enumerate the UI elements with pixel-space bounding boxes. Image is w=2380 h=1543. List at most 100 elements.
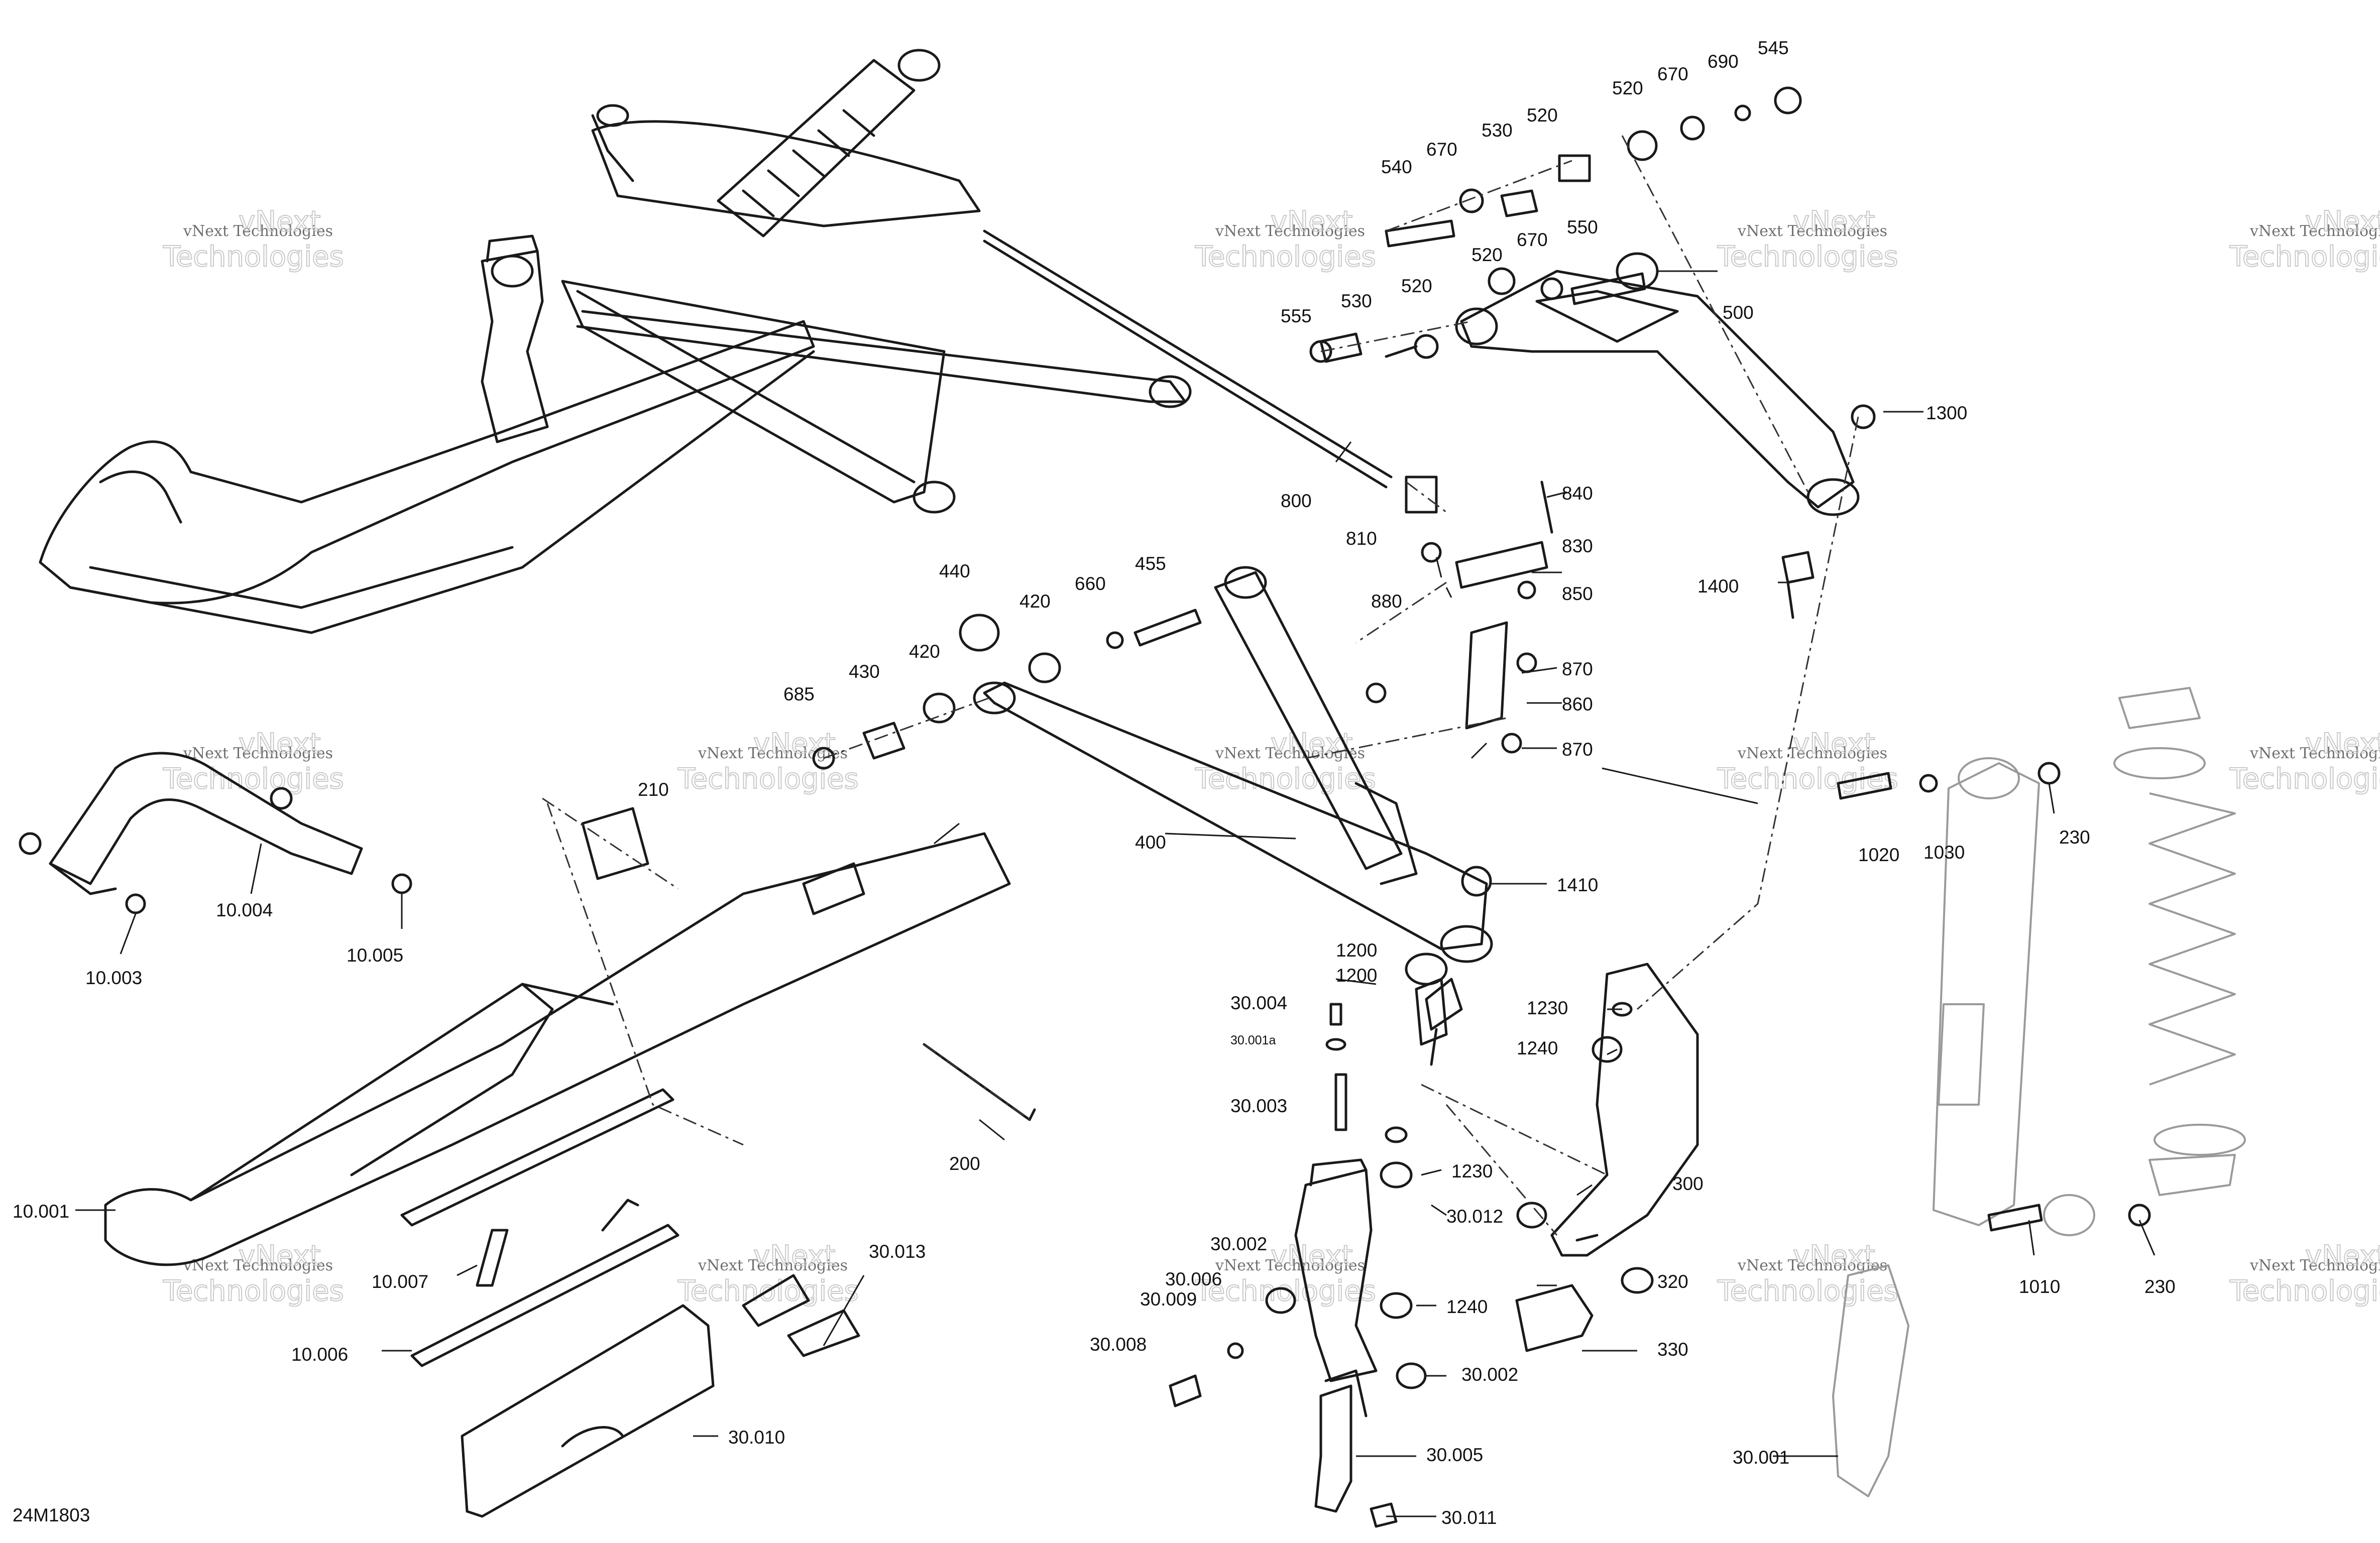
watermark: vNext Technologies vNext Technologies (2229, 205, 2380, 274)
callout-420: 420 (1019, 591, 1051, 612)
callout-520: 520 (1401, 276, 1432, 296)
callout-10.001: 10.001 (13, 1201, 69, 1222)
svg-text:Technologies: Technologies (2229, 763, 2380, 795)
callout-520: 520 (1612, 78, 1643, 98)
callout-230: 230 (2144, 1276, 2176, 1297)
svg-text:vNext: vNext (753, 728, 836, 760)
callout-30.002: 30.002 (1461, 1364, 1518, 1385)
watermark: vNext Technologies vNext Technologies (1194, 205, 1377, 274)
svg-text:Technologies: Technologies (1717, 241, 1898, 273)
callout-670: 670 (1517, 229, 1548, 250)
document-id: 24M1803 (13, 1505, 90, 1525)
callout-430: 430 (849, 661, 880, 682)
callout-870: 870 (1562, 659, 1593, 679)
callout-530: 530 (1341, 291, 1372, 311)
callout-1200: 1200 (1336, 940, 1377, 961)
svg-text:vNext: vNext (1271, 1240, 1353, 1272)
ski-guard-exploded (461, 1274, 860, 1518)
callout-545: 545 (1758, 38, 1789, 58)
watermark: vNext Technologies vNext Technologies (162, 205, 345, 274)
callout-800: 800 (1281, 491, 1312, 511)
callout-30.003: 30.003 (1230, 1096, 1287, 1116)
callout-420: 420 (909, 641, 940, 662)
svg-text:vNext Technologies: vNext Technologies (183, 222, 333, 240)
watermark: vNext Technologies vNext Technologies (1194, 727, 1377, 796)
svg-text:vNext Technologies: vNext Technologies (698, 1257, 848, 1274)
watermark: vNext Technologies vNext Technologies (2229, 1239, 2380, 1308)
svg-text:Technologies: Technologies (163, 763, 344, 795)
callout-30.013: 30.013 (869, 1241, 926, 1262)
svg-text:vNext: vNext (753, 1240, 836, 1272)
watermark: vNext Technologies vNext Technologies (1717, 205, 1899, 274)
callout-1400: 1400 (1697, 576, 1739, 597)
callout-30.011: 30.011 (1441, 1507, 1497, 1528)
svg-text:vNext: vNext (1793, 205, 1875, 238)
watermark: vNext Technologies vNext Technologies (677, 727, 859, 796)
callout-30.002: 30.002 (1210, 1234, 1267, 1254)
svg-text:Technologies: Technologies (1195, 241, 1376, 273)
callout-1020: 1020 (1858, 845, 1899, 865)
callout-10.004: 10.004 (216, 900, 273, 920)
callout-400: 400 (1135, 832, 1166, 853)
callout-300: 300 (1672, 1173, 1704, 1194)
callout-455: 455 (1135, 553, 1166, 574)
svg-text:vNext Technologies: vNext Technologies (1737, 222, 1887, 240)
callout-10.003: 10.003 (85, 968, 142, 988)
callout-200: 200 (949, 1153, 980, 1174)
callout-30.008: 30.008 (1090, 1334, 1147, 1355)
callout-30.005: 30.005 (1426, 1445, 1483, 1465)
callout-30.001: 30.001 (1733, 1447, 1789, 1468)
assembled-suspension-view (39, 49, 1393, 634)
callout-670: 670 (1657, 64, 1688, 84)
svg-text:vNext Technologies: vNext Technologies (2249, 745, 2380, 762)
watermark: vNext Technologies vNext Technologies (2229, 727, 2380, 796)
callout-30.010: 30.010 (728, 1427, 785, 1448)
callout-30.012: 30.012 (1446, 1206, 1503, 1227)
svg-text:Technologies: Technologies (677, 763, 859, 795)
svg-text:vNext: vNext (1271, 205, 1353, 238)
bumper-exploded (19, 752, 412, 914)
callout-1240: 1240 (1446, 1296, 1488, 1317)
svg-text:vNext: vNext (239, 1240, 321, 1272)
svg-text:Technologies: Technologies (163, 1275, 344, 1308)
svg-text:Technologies: Technologies (1195, 1275, 1376, 1308)
ski-exploded (104, 807, 1036, 1367)
callout-210: 210 (638, 779, 669, 800)
svg-text:vNext: vNext (1793, 728, 1875, 760)
steering-arm-exploded (1515, 963, 1699, 1352)
svg-text:vNext: vNext (2305, 728, 2380, 760)
callout-1300: 1300 (1926, 403, 1967, 423)
spindle-exploded (1169, 953, 1547, 1528)
callout-690: 690 (1708, 51, 1739, 72)
callout-330: 330 (1657, 1339, 1688, 1360)
svg-text:Technologies: Technologies (163, 241, 344, 273)
callout-320: 320 (1657, 1271, 1688, 1292)
callout-1410: 1410 (1557, 875, 1598, 895)
callout-labels: 545 690 670 520 520 530 670 540 520 670 … (13, 38, 2176, 1528)
svg-text:vNext Technologies: vNext Technologies (1215, 222, 1365, 240)
callout-10.005: 10.005 (347, 945, 403, 966)
callout-685: 685 (783, 684, 815, 704)
lower-a-arm-exploded (812, 566, 1493, 1066)
callout-830: 830 (1562, 536, 1593, 556)
callout-870: 870 (1562, 739, 1593, 760)
callout-1030: 1030 (1923, 842, 1965, 863)
svg-text:vNext Technologies: vNext Technologies (1215, 745, 1365, 762)
svg-text:Technologies: Technologies (2229, 1275, 2380, 1308)
watermark: vNext Technologies vNext Technologies (1717, 727, 1899, 796)
callout-540: 540 (1381, 157, 1412, 177)
callout-1010: 1010 (2019, 1276, 2060, 1297)
svg-text:vNext: vNext (2305, 205, 2380, 238)
callout-520: 520 (1527, 105, 1558, 126)
watermark: vNext Technologies vNext Technologies (1194, 1239, 1377, 1308)
svg-text:vNext Technologies: vNext Technologies (1737, 745, 1887, 762)
callout-880: 880 (1371, 591, 1402, 612)
watermark: vNext Technologies vNext Technologies (162, 727, 345, 796)
callout-1240: 1240 (1517, 1038, 1558, 1058)
svg-text:Technologies: Technologies (1717, 1275, 1898, 1308)
callout-30.001a: 30.001a (1230, 1033, 1276, 1047)
svg-text:vNext Technologies: vNext Technologies (2249, 222, 2380, 240)
svg-text:vNext: vNext (239, 205, 321, 238)
svg-text:vNext Technologies: vNext Technologies (2249, 1257, 2380, 1274)
